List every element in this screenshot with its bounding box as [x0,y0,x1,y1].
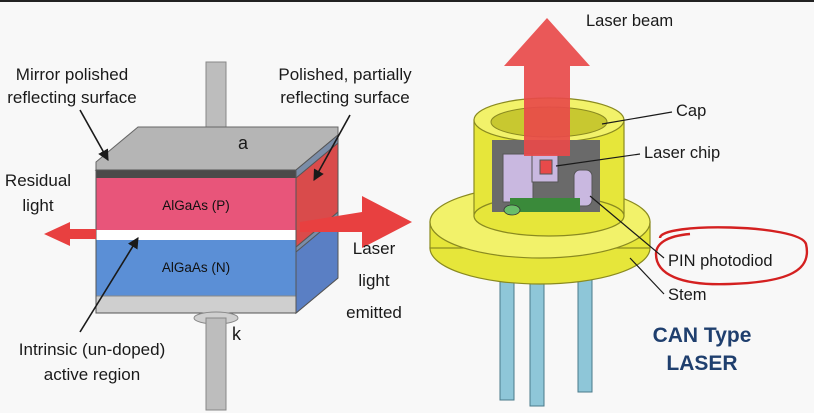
top-metal-layer [96,170,296,178]
partial-label-line1: Polished, partially [278,65,412,84]
partial-label-line2: reflecting surface [280,88,409,107]
n-layer-label: AlGaAs (N) [162,260,230,275]
pin-middle [529,269,545,407]
mirror-pointer [79,109,109,161]
mirror-top-surface [95,126,339,171]
can-type-title-line1: CAN Type [653,324,752,347]
residual-label-line2: light [22,196,53,215]
cap-label: Cap [676,102,706,120]
interior-bond-left [503,204,521,216]
bottom-metal-layer [95,295,297,314]
can-type-title-line2: LASER [666,352,737,375]
laser-chip-label: Laser chip [644,144,720,162]
stem-pointer [629,257,665,295]
terminal-a-label: a [238,133,249,153]
terminal-k-label: k [232,324,242,344]
laser-chip-die [539,159,553,175]
residual-label-line1: Residual [5,171,71,190]
intrinsic-label-line1: Intrinsic (un-doped) [19,340,165,359]
laser-beam-label: Laser beam [586,12,673,30]
mirror-label-line1: Mirror polished [16,65,128,84]
mirror-label-line2: reflecting surface [7,88,136,107]
laser-chip-pointer [555,153,641,167]
pin-photodiode-label: PIN photodiod [668,252,773,270]
laser-label-line3: emitted [346,303,402,322]
p-layer-label: AlGaAs (P) [162,198,230,213]
intrinsic-label-line2: active region [44,365,140,384]
residual-light-arrow [44,222,96,246]
laser-label-line2: light [358,271,389,290]
front-face-outline [95,169,297,314]
interior-board [510,198,580,212]
active-layer [96,230,296,240]
emitted-light-arrow [300,196,412,248]
laser-beam-arrow [504,18,590,156]
cap-pointer [601,111,673,125]
pin-photodiode-body [573,169,593,207]
laser-label-line1: Laser [353,239,396,258]
can-laser-package [429,18,809,407]
pin-photodiode-pointer [589,195,665,259]
partial-pointer [313,114,351,181]
p-layer [96,178,296,230]
stem-label: Stem [668,286,707,304]
cathode-lead [205,317,227,411]
chip-mount [502,153,534,203]
intrinsic-pointer [79,237,139,333]
